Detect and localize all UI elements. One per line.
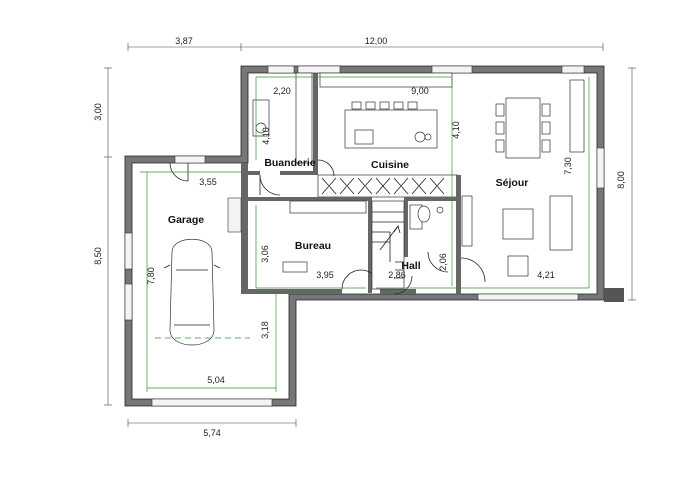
- toilet: [409, 204, 444, 230]
- office-furniture: [282, 200, 367, 273]
- dim-bottom: 5,74: [203, 428, 221, 438]
- windows: [124, 65, 605, 407]
- dim-cuisine-width: 9,00: [411, 86, 429, 96]
- dim-hall-width: 2,86: [388, 270, 406, 280]
- exterior-dimension-lines: [104, 43, 636, 427]
- room-label-cuisine: Cuisine: [371, 159, 409, 171]
- dim-garage-width: 5,04: [207, 375, 225, 385]
- dim-hall-height: 2,06: [438, 253, 448, 271]
- dim-cuisine-height: 4,10: [451, 121, 461, 139]
- dim-garage-top: 3,55: [199, 177, 217, 187]
- dim-sejour-width: 4,21: [537, 270, 555, 280]
- room-label-buanderie: Buanderie: [264, 157, 316, 169]
- room-label-bureau: Bureau: [295, 240, 331, 252]
- laundry-furniture: [252, 72, 313, 164]
- living-furniture: [461, 79, 585, 277]
- kitchen-furniture: [319, 72, 453, 195]
- dim-top-right: 12,00: [365, 36, 388, 46]
- dim-buanderie-width: 2,20: [273, 86, 291, 96]
- dim-top-left: 3,87: [175, 36, 193, 46]
- interior-dimension-lines: [140, 76, 590, 392]
- dim-left-lower: 8,50: [93, 247, 103, 265]
- dim-bureau-height: 3,06: [260, 245, 270, 263]
- room-label-sejour: Séjour: [496, 177, 529, 189]
- dim-bureau-width: 3,95: [316, 270, 334, 280]
- interior-walls: [241, 73, 461, 295]
- staircase: [371, 200, 405, 290]
- room-label-hall: Hall: [401, 260, 420, 272]
- dim-garage-height: 7,80: [146, 267, 156, 285]
- dim-garage-inner: 3,18: [260, 321, 270, 339]
- dim-left-upper: 3,00: [93, 103, 103, 121]
- car: [163, 239, 221, 346]
- dim-buanderie-height: 4,10: [261, 127, 271, 145]
- room-label-garage: Garage: [168, 214, 204, 226]
- dim-right-total: 8,00: [616, 171, 626, 189]
- dim-sejour-height: 7,30: [563, 157, 573, 175]
